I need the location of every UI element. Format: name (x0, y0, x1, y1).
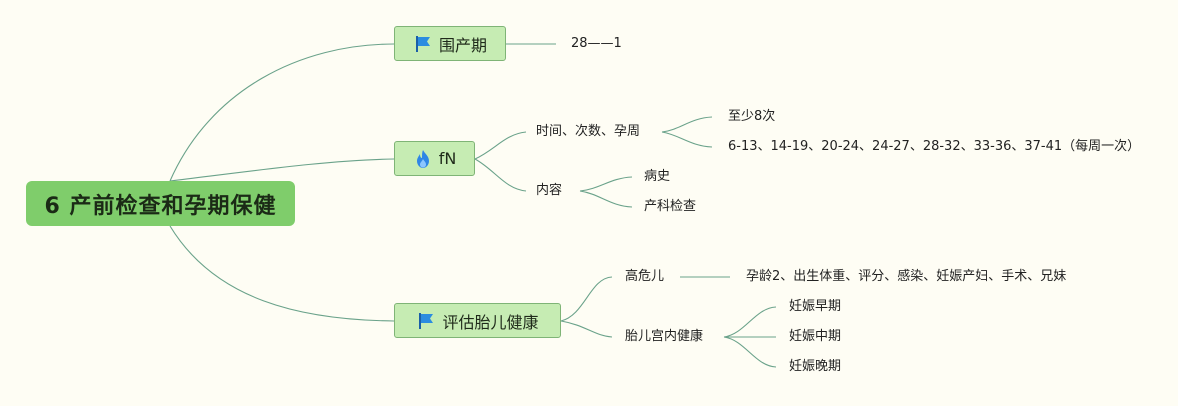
branch-label: 围产期 (438, 35, 487, 55)
topic-at-least-8[interactable]: 至少8次 (728, 109, 776, 124)
branch-perinatal[interactable]: 围产期 (394, 26, 506, 61)
link-health-c (723, 336, 777, 368)
topic-content[interactable]: 内容 (536, 183, 563, 198)
blue-flag-icon (413, 34, 433, 54)
link-time-b (661, 131, 713, 148)
link-b2-time (474, 131, 527, 160)
topic-week-schedule[interactable]: 6-13、14-19、20-24、24-27、28-32、33-36、37-41… (728, 139, 1141, 154)
link-root-b1 (169, 43, 395, 182)
link-b3-risk (560, 276, 613, 322)
link-b2-content (474, 158, 527, 192)
link-health-a (723, 306, 777, 338)
root-topic[interactable]: 6 产前检查和孕期保健 (26, 181, 295, 226)
topic-intrauterine-health[interactable]: 胎儿宫内健康 (625, 329, 704, 344)
topic-mid-pregnancy[interactable]: 妊娠中期 (789, 329, 842, 344)
blue-flag-icon (416, 311, 436, 331)
link-root-b2 (169, 158, 395, 182)
topic-time-count-week[interactable]: 时间、次数、孕周 (536, 124, 641, 139)
topic-early-pregnancy[interactable]: 妊娠早期 (789, 299, 842, 314)
root-title: 6 产前检查和孕期保健 (44, 193, 277, 219)
link-content-a (579, 176, 633, 192)
branch-label: fN (438, 149, 457, 168)
branch-fetal-health[interactable]: 评估胎儿健康 (394, 303, 561, 338)
link-content-b (579, 190, 633, 208)
link-time-a (661, 116, 713, 133)
link-b3-health (560, 320, 613, 338)
link-root-b3 (169, 225, 395, 322)
branch-fn[interactable]: fN (394, 141, 475, 176)
fire-icon (413, 149, 433, 169)
topic-risk-factors[interactable]: 孕龄2、出生体重、评分、感染、妊娠产妇、手术、兄妹 (746, 269, 1067, 284)
topic-late-pregnancy[interactable]: 妊娠晚期 (789, 359, 842, 374)
topic-history[interactable]: 病史 (644, 169, 671, 184)
topic-high-risk-infant[interactable]: 高危儿 (625, 269, 665, 284)
topic-obstetric-exam[interactable]: 产科检查 (644, 199, 697, 214)
branch-label: 评估胎儿健康 (442, 312, 539, 332)
topic-perinatal-range[interactable]: 28——1 (571, 36, 622, 51)
